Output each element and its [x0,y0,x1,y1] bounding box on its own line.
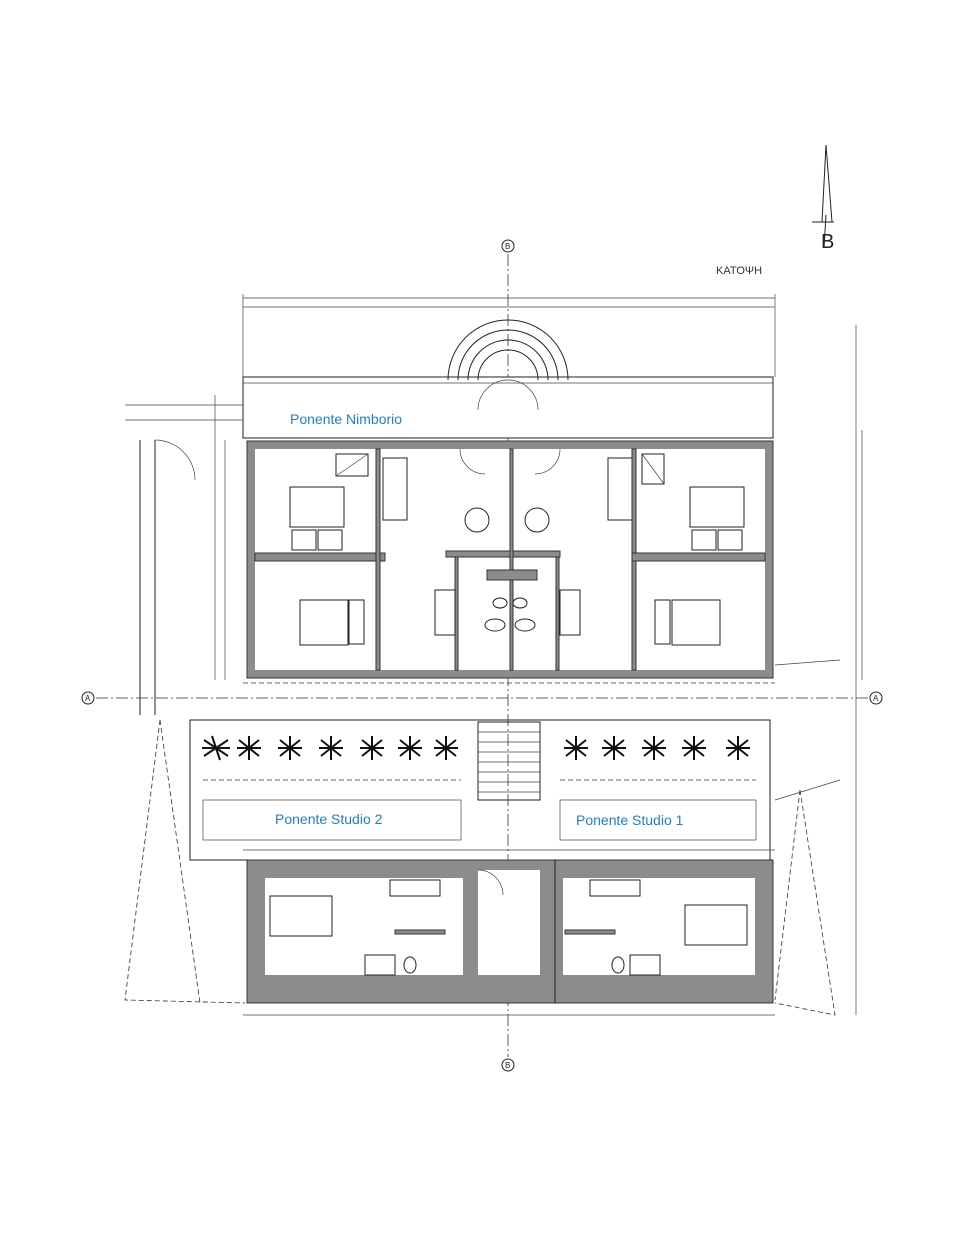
unit-label-ponente-nimborio: Ponente Nimborio [290,411,402,427]
side-planting-right [774,659,841,1016]
dimension-lines-left [125,395,243,680]
dimension-lines-top [242,294,776,377]
svg-text:A: A [873,694,879,703]
side-planting-left [124,719,246,1004]
unit-label-ponente-studio-2: Ponente Studio 2 [275,811,383,827]
north-arrow-icon [812,144,834,249]
courtyard [189,719,771,861]
svg-text:A: A [85,694,91,703]
dimension-lines-right [855,325,863,1015]
grid-marker-b-bottom: B [501,1058,515,1072]
stairs [477,721,541,801]
unit-label-ponente-studio-1: Ponente Studio 1 [576,812,684,828]
grid-marker-a-right: A [869,691,883,705]
grid-marker-a-left: A [81,691,95,705]
svg-text:B: B [505,1061,510,1070]
north-label: B [821,231,834,253]
terrace-ponente-nimborio [242,319,774,439]
apartment-building [246,440,774,679]
side-yard-left [139,439,196,715]
svg-text:B: B [505,242,510,251]
studio-block [246,859,774,1004]
drawing-title: ΚΑΤΟΨΗ [716,265,762,277]
palm-plant-icon [202,735,750,761]
grid-marker-b-top: B [501,239,515,253]
